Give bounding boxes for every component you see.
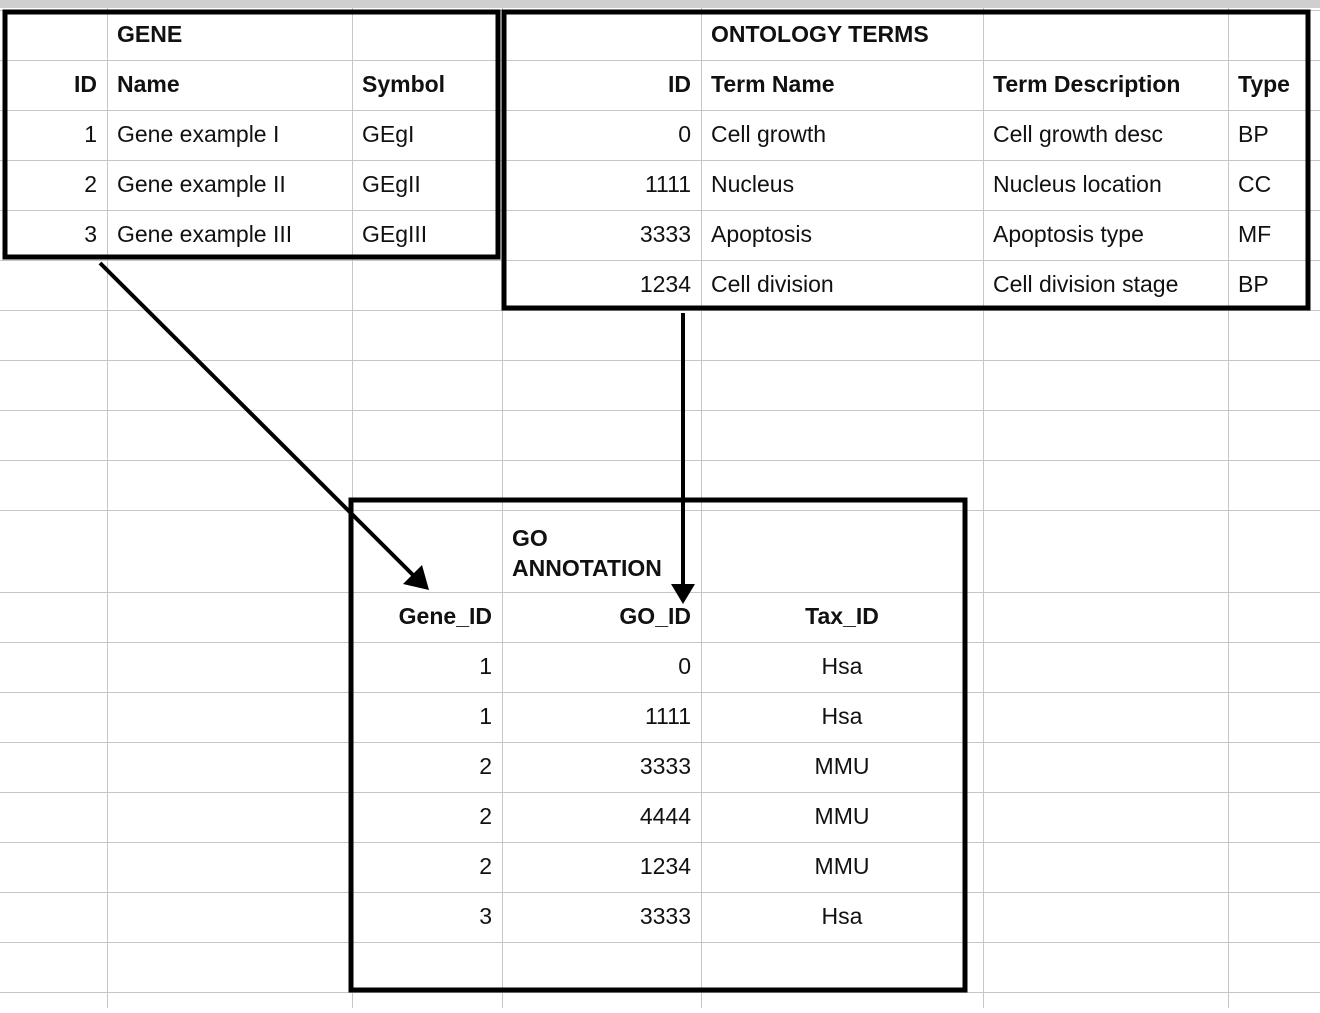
ontology-header-id[interactable]: ID bbox=[668, 71, 691, 98]
ontology-cell-term-name[interactable]: Apoptosis bbox=[711, 221, 813, 248]
ontology-cell-term-description[interactable]: Cell division stage bbox=[993, 271, 1179, 298]
annotation-cell-gene-id[interactable]: 3 bbox=[479, 903, 492, 930]
annotation-header-gene-id[interactable]: Gene_ID bbox=[398, 603, 492, 630]
ontology-cell-id[interactable]: 3333 bbox=[639, 221, 691, 248]
annotation-header-go-id[interactable]: GO_ID bbox=[619, 603, 691, 630]
gene-cell-symbol[interactable]: GEgII bbox=[362, 171, 421, 198]
annotation-cell-tax-id[interactable]: Hsa bbox=[821, 653, 863, 680]
ontology-cell-type[interactable]: CC bbox=[1238, 171, 1272, 198]
annotation-cell-gene-id[interactable]: 1 bbox=[479, 653, 492, 680]
annotation-cell-gene-id[interactable]: 1 bbox=[479, 703, 492, 730]
ontology-cell-term-description[interactable]: Apoptosis type bbox=[993, 221, 1144, 248]
annotation-cell-gene-id[interactable]: 2 bbox=[479, 803, 492, 830]
gene-cell-id[interactable]: 2 bbox=[84, 171, 97, 198]
gene-table-title[interactable]: GENE bbox=[117, 21, 183, 48]
gene-header-name[interactable]: Name bbox=[117, 71, 180, 98]
annotation-cell-go-id[interactable]: 3333 bbox=[639, 753, 691, 780]
annotation-cell-tax-id[interactable]: MMU bbox=[814, 853, 870, 880]
gene-cell-symbol[interactable]: GEgI bbox=[362, 121, 415, 148]
annotation-cell-go-id[interactable]: 4444 bbox=[639, 803, 691, 830]
ontology-cell-term-name[interactable]: Cell growth bbox=[711, 121, 827, 148]
ontology-cell-term-description[interactable]: Cell growth desc bbox=[993, 121, 1164, 148]
ontology-table-title[interactable]: ONTOLOGY TERMS bbox=[711, 21, 929, 48]
ontology-cell-id[interactable]: 1111 bbox=[644, 171, 691, 198]
gene-cell-name[interactable]: Gene example I bbox=[117, 121, 280, 148]
gene-cell-id[interactable]: 3 bbox=[84, 221, 97, 248]
annotation-cell-tax-id[interactable]: Hsa bbox=[821, 703, 863, 730]
ontology-header-term-name[interactable]: Term Name bbox=[711, 71, 835, 98]
ontology-cell-term-name[interactable]: Cell division bbox=[711, 271, 834, 298]
gene-cell-symbol[interactable]: GEgIII bbox=[362, 221, 428, 248]
ontology-header-term-description[interactable]: Term Description bbox=[993, 71, 1181, 98]
gene-header-id[interactable]: ID bbox=[74, 71, 97, 98]
annotation-table-title[interactable]: GO ANNOTATION bbox=[512, 525, 662, 581]
ontology-cell-id[interactable]: 1234 bbox=[639, 271, 691, 298]
annotation-cell-tax-id[interactable]: MMU bbox=[814, 803, 870, 830]
annotation-cell-gene-id[interactable]: 2 bbox=[479, 853, 492, 880]
annotation-cell-tax-id[interactable]: Hsa bbox=[821, 903, 863, 930]
annotation-cell-go-id[interactable]: 0 bbox=[678, 653, 691, 680]
gene-cell-name[interactable]: Gene example III bbox=[117, 221, 293, 248]
ontology-header-type[interactable]: Type bbox=[1238, 71, 1290, 98]
ontology-cell-term-name[interactable]: Nucleus bbox=[711, 171, 795, 198]
ontology-cell-type[interactable]: MF bbox=[1238, 221, 1272, 248]
annotation-header-tax-id[interactable]: Tax_ID bbox=[805, 603, 879, 630]
gene-header-symbol[interactable]: Symbol bbox=[362, 71, 446, 98]
gene-cell-name[interactable]: Gene example II bbox=[117, 171, 286, 198]
ontology-cell-term-description[interactable]: Nucleus location bbox=[993, 171, 1162, 198]
annotation-cell-go-id[interactable]: 1111 bbox=[644, 703, 691, 730]
ontology-cell-type[interactable]: BP bbox=[1238, 121, 1269, 148]
annotation-cell-go-id[interactable]: 3333 bbox=[639, 903, 691, 930]
annotation-cell-go-id[interactable]: 1234 bbox=[639, 853, 691, 880]
annotation-cell-gene-id[interactable]: 2 bbox=[479, 753, 492, 780]
top-header-strip bbox=[0, 0, 1320, 8]
annotation-cell-tax-id[interactable]: MMU bbox=[814, 753, 870, 780]
ontology-cell-id[interactable]: 0 bbox=[678, 121, 691, 148]
ontology-cell-type[interactable]: BP bbox=[1238, 271, 1269, 298]
gene-cell-id[interactable]: 1 bbox=[84, 121, 97, 148]
